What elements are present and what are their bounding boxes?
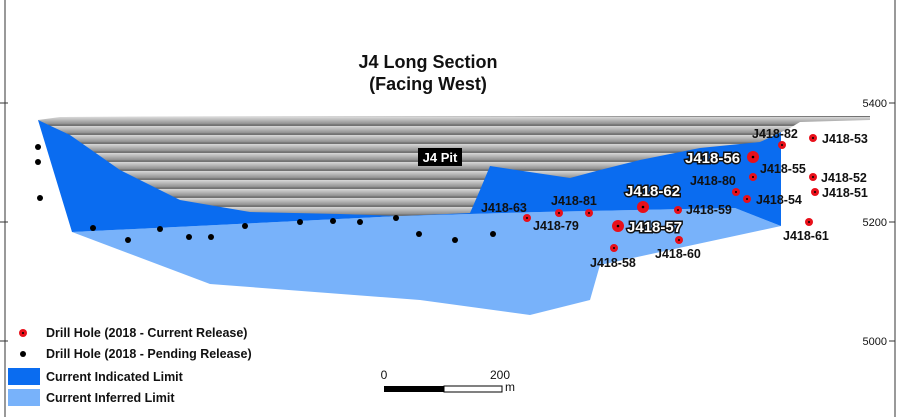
svg-text:J418-54: J418-54 xyxy=(756,193,802,207)
svg-text:J418-52: J418-52 xyxy=(821,171,867,185)
legend: Drill Hole (2018 - Current Release) Dril… xyxy=(8,326,252,406)
pending-hole xyxy=(35,144,41,150)
pending-hole xyxy=(37,195,43,201)
pending-hole xyxy=(416,231,422,237)
inferred-legend-swatch xyxy=(8,389,40,406)
svg-text:J418-79: J418-79 xyxy=(533,219,579,233)
pit-label-box xyxy=(418,148,462,166)
drill-hole-j418-82: J418-82 xyxy=(752,127,798,149)
current-holes: J418-82 J418-53 J418-56 J418-55 J418-52 … xyxy=(481,127,868,270)
svg-text:J418-53: J418-53 xyxy=(822,132,868,146)
drill-hole-j418-58: J418-58 xyxy=(590,244,636,270)
drill-hole-j418-56: J418-56 xyxy=(684,149,759,169)
pending-hole xyxy=(90,225,96,231)
scale-bar: 0 200 m xyxy=(381,368,515,394)
pit-label: J4 Pit xyxy=(423,150,458,165)
axis-tick-5200: 5200 xyxy=(863,217,887,229)
indicated-legend-swatch xyxy=(8,368,40,385)
svg-text:J418-62: J418-62 xyxy=(625,183,680,200)
pending-hole xyxy=(490,231,496,237)
inferred-limit-area xyxy=(72,208,781,315)
pending-hole xyxy=(157,226,163,232)
drill-hole-j418-54: J418-54 xyxy=(743,193,802,207)
drill-hole-j418-59: J418-59 xyxy=(674,203,732,217)
drill-hole-j418-80: J418-80 xyxy=(690,174,740,196)
drill-hole-j418-63: J418-63 xyxy=(481,201,531,222)
drill-hole-j418-51: J418-51 xyxy=(811,186,868,200)
legend-pending: Drill Hole (2018 - Pending Release) xyxy=(46,347,252,361)
svg-text:J418-82: J418-82 xyxy=(752,127,798,141)
legend-indicated: Current Indicated Limit xyxy=(46,370,184,384)
svg-text:J418-61: J418-61 xyxy=(783,229,829,243)
pending-hole-legend-icon xyxy=(20,351,26,357)
drill-hole-j418-79: J418-79 xyxy=(533,209,579,233)
svg-text:J418-58: J418-58 xyxy=(590,256,636,270)
legend-inferred: Current Inferred Limit xyxy=(46,391,175,405)
drill-hole-j418-52: J418-52 xyxy=(809,171,867,185)
svg-text:0: 0 xyxy=(381,368,388,382)
drill-hole-j418-62: J418-62 xyxy=(624,182,682,213)
pending-hole xyxy=(297,219,303,225)
svg-text:J418-63: J418-63 xyxy=(481,201,527,215)
axis-tick-5400: 5400 xyxy=(863,98,887,110)
title-line-2: (Facing West) xyxy=(369,74,487,94)
legend-current: Drill Hole (2018 - Current Release) xyxy=(46,326,247,340)
svg-text:J418-60: J418-60 xyxy=(655,247,701,261)
drill-hole-j418-55: J418-55 xyxy=(749,162,806,181)
pending-hole xyxy=(186,234,192,240)
drill-hole-j418-60: J418-60 xyxy=(655,236,701,261)
svg-text:J418-51: J418-51 xyxy=(822,186,868,200)
svg-text:J418-56: J418-56 xyxy=(685,150,740,167)
pending-hole xyxy=(35,159,41,165)
axis-tick-5000: 5000 xyxy=(863,336,887,348)
drill-hole-j418-53: J418-53 xyxy=(809,132,868,146)
pending-hole xyxy=(452,237,458,243)
drill-hole-j418-61: J418-61 xyxy=(783,218,829,243)
svg-text:J418-81: J418-81 xyxy=(551,194,597,208)
pending-hole xyxy=(357,219,363,225)
svg-text:J418-59: J418-59 xyxy=(686,203,732,217)
pending-hole xyxy=(242,223,248,229)
drill-hole-j418-57: J418-57 xyxy=(612,218,684,238)
svg-text:200: 200 xyxy=(490,368,510,382)
svg-text:J418-80: J418-80 xyxy=(690,174,736,188)
svg-text:J418-57: J418-57 xyxy=(627,219,682,236)
pending-hole xyxy=(393,215,399,221)
pending-hole xyxy=(125,237,131,243)
svg-text:J418-55: J418-55 xyxy=(760,162,806,176)
pending-holes xyxy=(35,144,496,243)
svg-text:m: m xyxy=(505,380,515,394)
drill-hole-j418-81: J418-81 xyxy=(551,194,597,217)
pending-hole xyxy=(208,234,214,240)
title-line-1: J4 Long Section xyxy=(358,52,497,72)
pending-hole xyxy=(330,218,336,224)
